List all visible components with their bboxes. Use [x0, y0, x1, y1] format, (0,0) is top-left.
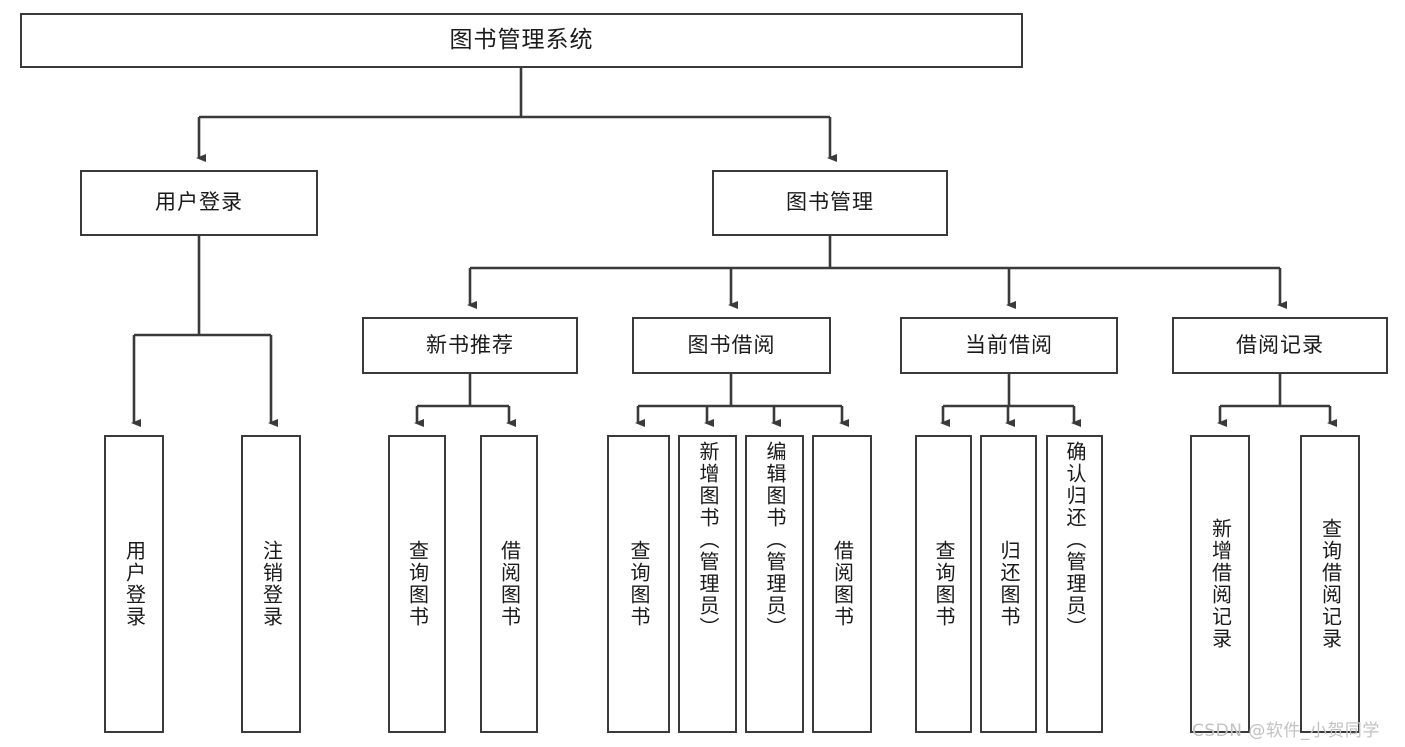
leaf-query-borrow-record[interactable]: 查询借阅记录	[1300, 435, 1360, 733]
node-root[interactable]: 图书管理系统	[20, 13, 1023, 68]
leaf-add-borrow-record[interactable]: 新增借阅记录	[1190, 435, 1250, 733]
leaf-add-book-admin[interactable]: 新增图书（管理员）	[678, 435, 737, 733]
leaf-confirm-return-admin-label: 确认归还（管理员）	[1063, 441, 1087, 639]
leaf-borrow-book-label: 借阅图书	[830, 540, 855, 628]
node-borrow-record-label: 借阅记录	[1236, 332, 1324, 357]
leaf-user-login-label: 用户登录	[122, 540, 147, 628]
leaf-borrow-book[interactable]: 借阅图书	[812, 435, 872, 733]
leaf-query-book-recommend-label: 查询图书	[405, 540, 430, 628]
node-user-login[interactable]: 用户登录	[80, 170, 318, 236]
leaf-query-book-borrow-label: 查询图书	[627, 540, 651, 628]
node-root-label: 图书管理系统	[449, 26, 594, 53]
leaf-edit-book-admin-label: 编辑图书（管理员）	[763, 441, 787, 639]
node-user-login-label: 用户登录	[155, 190, 243, 215]
leaf-return-book[interactable]: 归还图书	[980, 435, 1037, 733]
leaf-query-borrow-record-label: 查询借阅记录	[1318, 518, 1343, 650]
node-new-book-recommend-label: 新书推荐	[426, 332, 514, 357]
node-book-management[interactable]: 图书管理	[712, 170, 948, 236]
csdn-watermark: CSDN @软件_小贺同学	[1192, 721, 1380, 741]
node-new-book-recommend[interactable]: 新书推荐	[362, 317, 578, 374]
leaf-logout-login-label: 注销登录	[259, 540, 284, 628]
node-book-management-label: 图书管理	[786, 190, 874, 215]
leaf-borrow-book-recommend[interactable]: 借阅图书	[480, 435, 538, 733]
leaf-query-book-borrow[interactable]: 查询图书	[607, 435, 670, 733]
leaf-user-login[interactable]: 用户登录	[104, 435, 164, 733]
leaf-add-book-admin-label: 新增图书（管理员）	[696, 441, 720, 639]
leaf-query-book-current[interactable]: 查询图书	[915, 435, 972, 733]
leaf-return-book-label: 归还图书	[997, 540, 1021, 628]
node-current-borrow-label: 当前借阅	[965, 332, 1053, 357]
node-borrow-record[interactable]: 借阅记录	[1172, 317, 1388, 374]
node-book-borrow[interactable]: 图书借阅	[632, 317, 831, 374]
node-book-borrow-label: 图书借阅	[687, 332, 776, 357]
leaf-query-book-current-label: 查询图书	[932, 540, 956, 628]
leaf-borrow-book-recommend-label: 借阅图书	[497, 540, 522, 628]
node-current-borrow[interactable]: 当前借阅	[900, 317, 1118, 374]
leaf-add-borrow-record-label: 新增借阅记录	[1208, 518, 1233, 650]
leaf-edit-book-admin[interactable]: 编辑图书（管理员）	[745, 435, 804, 733]
leaf-confirm-return-admin[interactable]: 确认归还（管理员）	[1046, 435, 1103, 733]
leaf-logout-login[interactable]: 注销登录	[241, 435, 301, 733]
leaf-query-book-recommend[interactable]: 查询图书	[388, 435, 446, 733]
